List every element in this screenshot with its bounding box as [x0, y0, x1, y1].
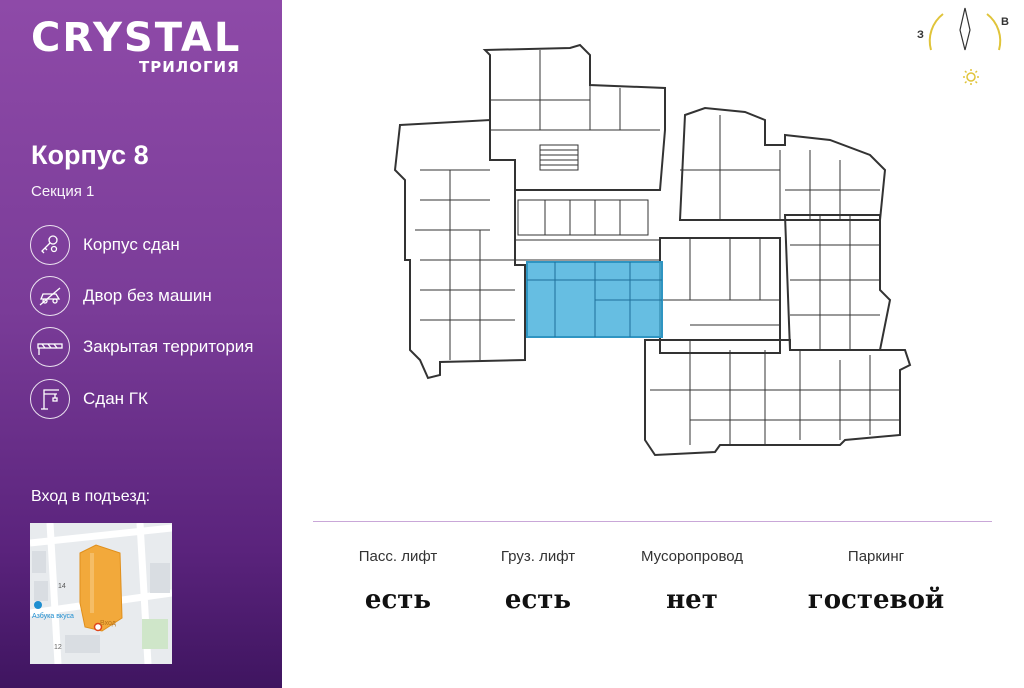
entrance-label: Вход в подъезд: — [31, 488, 151, 505]
section-label: Секция 1 — [31, 183, 95, 200]
amenity-parking: Паркинг гостевой — [796, 548, 956, 615]
compass-east-label: В — [1001, 16, 1009, 28]
feature-building-done: Корпус сдан — [30, 224, 180, 266]
feature-no-cars: Двор без машин — [30, 275, 212, 317]
feature-label: Закрытая территория — [83, 337, 254, 356]
amenity-garbage-chute: Мусоропровод нет — [612, 548, 772, 615]
feature-label: Сдан ГК — [83, 389, 148, 408]
amenity-value: нет — [666, 585, 718, 615]
amenity-value: есть — [504, 585, 572, 615]
building-title: Корпус 8 — [31, 140, 149, 170]
feature-label: Корпус сдан — [83, 235, 180, 254]
amenity-freight-elevator: Груз. лифт есть — [458, 548, 618, 615]
sun-icon — [963, 69, 979, 85]
floor-plan — [390, 40, 920, 460]
feature-commissioned: Сдан ГК — [30, 378, 148, 420]
amenity-label: Паркинг — [847, 548, 905, 565]
feature-closed-territory: Закрытая территория — [30, 326, 253, 368]
map-shop-label: Азбука вкуса — [32, 612, 74, 620]
map-entrance-label: Вход — [100, 620, 116, 627]
amenity-value: есть — [364, 585, 432, 615]
amenity-passenger-elevator: Пасс. лифт есть — [318, 548, 478, 615]
barrier-icon — [30, 327, 70, 367]
compass: З В — [915, 0, 1015, 90]
amenity-label: Мусоропровод — [640, 548, 744, 565]
amenity-value: гостевой — [807, 585, 945, 615]
feature-label: Двор без машин — [83, 286, 212, 305]
crane-icon — [30, 379, 70, 419]
logo[interactable]: CRYSTAL — [31, 15, 242, 61]
divider — [313, 521, 992, 522]
keys-icon — [30, 225, 70, 265]
amenity-label: Груз. лифт — [500, 548, 576, 565]
logo-subtitle: ТРИЛОГИЯ — [139, 58, 240, 76]
amenity-label: Пасс. лифт — [358, 548, 438, 565]
compass-west-label: З — [917, 29, 924, 41]
entrance-map[interactable]: 14 Азбука вкуса Вход 12 — [30, 523, 172, 664]
sidebar: CRYSTAL ТРИЛОГИЯ Корпус 8 Секция 1 Корпу… — [0, 0, 282, 688]
map-building-number: 14 — [58, 583, 66, 590]
no-car-icon — [30, 276, 70, 316]
map-street-number: 12 — [54, 644, 62, 651]
